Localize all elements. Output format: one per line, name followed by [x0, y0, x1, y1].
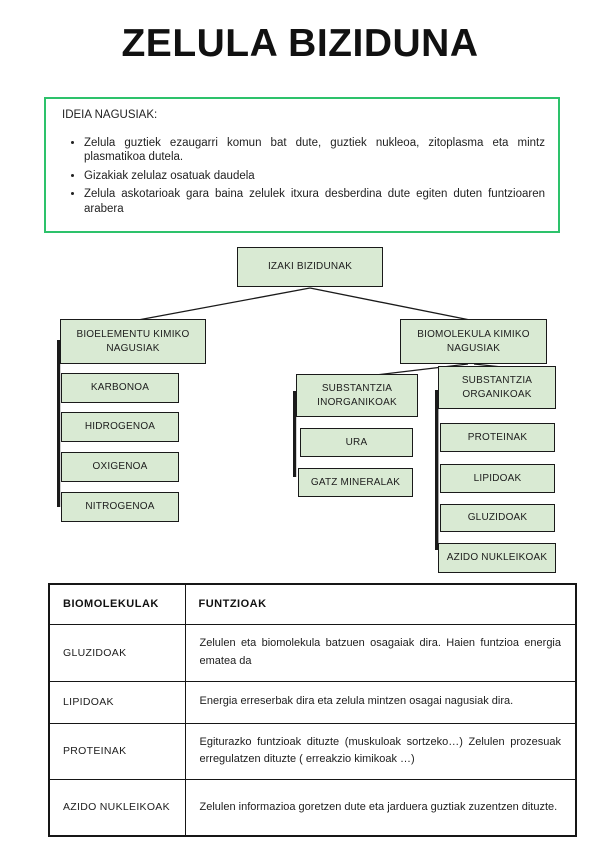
diagram-node-nitrogenoa: NITROGENOA: [61, 492, 179, 522]
row-label-proteinak: PROTEINAK: [48, 722, 186, 780]
diagram-node-gluzidoak: GLUZIDOAK: [440, 504, 555, 532]
table-row: PROTEINAK Egiturazko funtzioak dituzte (…: [48, 722, 577, 780]
diagram-connector-lines: [57, 287, 503, 550]
row-function: Energia erreserbak dira eta zelula mintz…: [184, 680, 577, 724]
row-function: Egiturazko funtzioak dituzte (muskuloak …: [184, 722, 577, 780]
diagram-node-substantzia-inorganikoak: SUBSTANTZIA INORGANIKOAK: [296, 374, 418, 417]
row-function: Zelulen informazioa goretzen dute eta ja…: [184, 778, 577, 837]
row-function: Zelulen eta biomolekula batzuen osagaiak…: [184, 623, 577, 682]
main-ideas-box: IDEIA NAGUSIAK: Zelula guztiek ezaugarri…: [44, 97, 560, 233]
concept-diagram: IZAKI BIZIDUNAK BIOELEMENTU KIMIKO NAGUS…: [0, 240, 600, 585]
diagram-node-azido-nukleikoak: AZIDO NUKLEIKOAK: [438, 543, 556, 573]
row-label-lipidoak: LIPIDOAK: [48, 680, 186, 724]
idea-bullet: Zelula askotarioak gara baina zelulek it…: [84, 187, 545, 216]
page-title: ZELULA BIZIDUNA: [121, 22, 479, 65]
table-header-biomolekulak: BIOMOLEKULAK: [48, 583, 186, 625]
table-row: AZIDO NUKLEIKOAK Zelulen informazioa gor…: [48, 778, 577, 837]
main-ideas-list: Zelula guztiek ezaugarri komun bat dute,…: [46, 136, 558, 216]
diagram-node-proteinak: PROTEINAK: [440, 423, 555, 452]
diagram-node-biomolekula-kimiko-nagusiak: BIOMOLEKULA KIMIKO NAGUSIAK: [400, 319, 547, 364]
table-row: LIPIDOAK Energia erreserbak dira eta zel…: [48, 680, 577, 724]
idea-bullet: Zelula guztiek ezaugarri komun bat dute,…: [84, 136, 545, 165]
diagram-node-izaki-bizidunak: IZAKI BIZIDUNAK: [237, 247, 383, 287]
table-header-row: BIOMOLEKULAK FUNTZIOAK: [48, 583, 577, 625]
diagram-node-lipidoak: LIPIDOAK: [440, 464, 555, 493]
diagram-node-gatz-mineralak: GATZ MINERALAK: [298, 468, 413, 497]
diagram-node-bioelementu-kimiko-nagusiak: BIOELEMENTU KIMIKO NAGUSIAK: [60, 319, 206, 364]
diagram-node-karbonoa: KARBONOA: [61, 373, 179, 403]
row-label-azido-nukleikoak: AZIDO NUKLEIKOAK: [48, 778, 186, 837]
biomolecules-table: BIOMOLEKULAK FUNTZIOAK GLUZIDOAK Zelulen…: [48, 583, 577, 837]
diagram-node-hidrogenoa: HIDROGENOA: [61, 412, 179, 442]
table-row: GLUZIDOAK Zelulen eta biomolekula batzue…: [48, 623, 577, 682]
diagram-node-oxigenoa: OXIGENOA: [61, 452, 179, 482]
table-header-funtzioak: FUNTZIOAK: [184, 583, 577, 625]
main-ideas-heading: IDEIA NAGUSIAK:: [62, 109, 158, 121]
idea-bullet: Gizakiak zelulaz osatuak daudela: [84, 169, 545, 183]
diagram-node-substantzia-organikoak: SUBSTANTZIA ORGANIKOAK: [438, 366, 556, 409]
diagram-node-ura: URA: [300, 428, 413, 457]
row-label-gluzidoak: GLUZIDOAK: [48, 623, 186, 682]
